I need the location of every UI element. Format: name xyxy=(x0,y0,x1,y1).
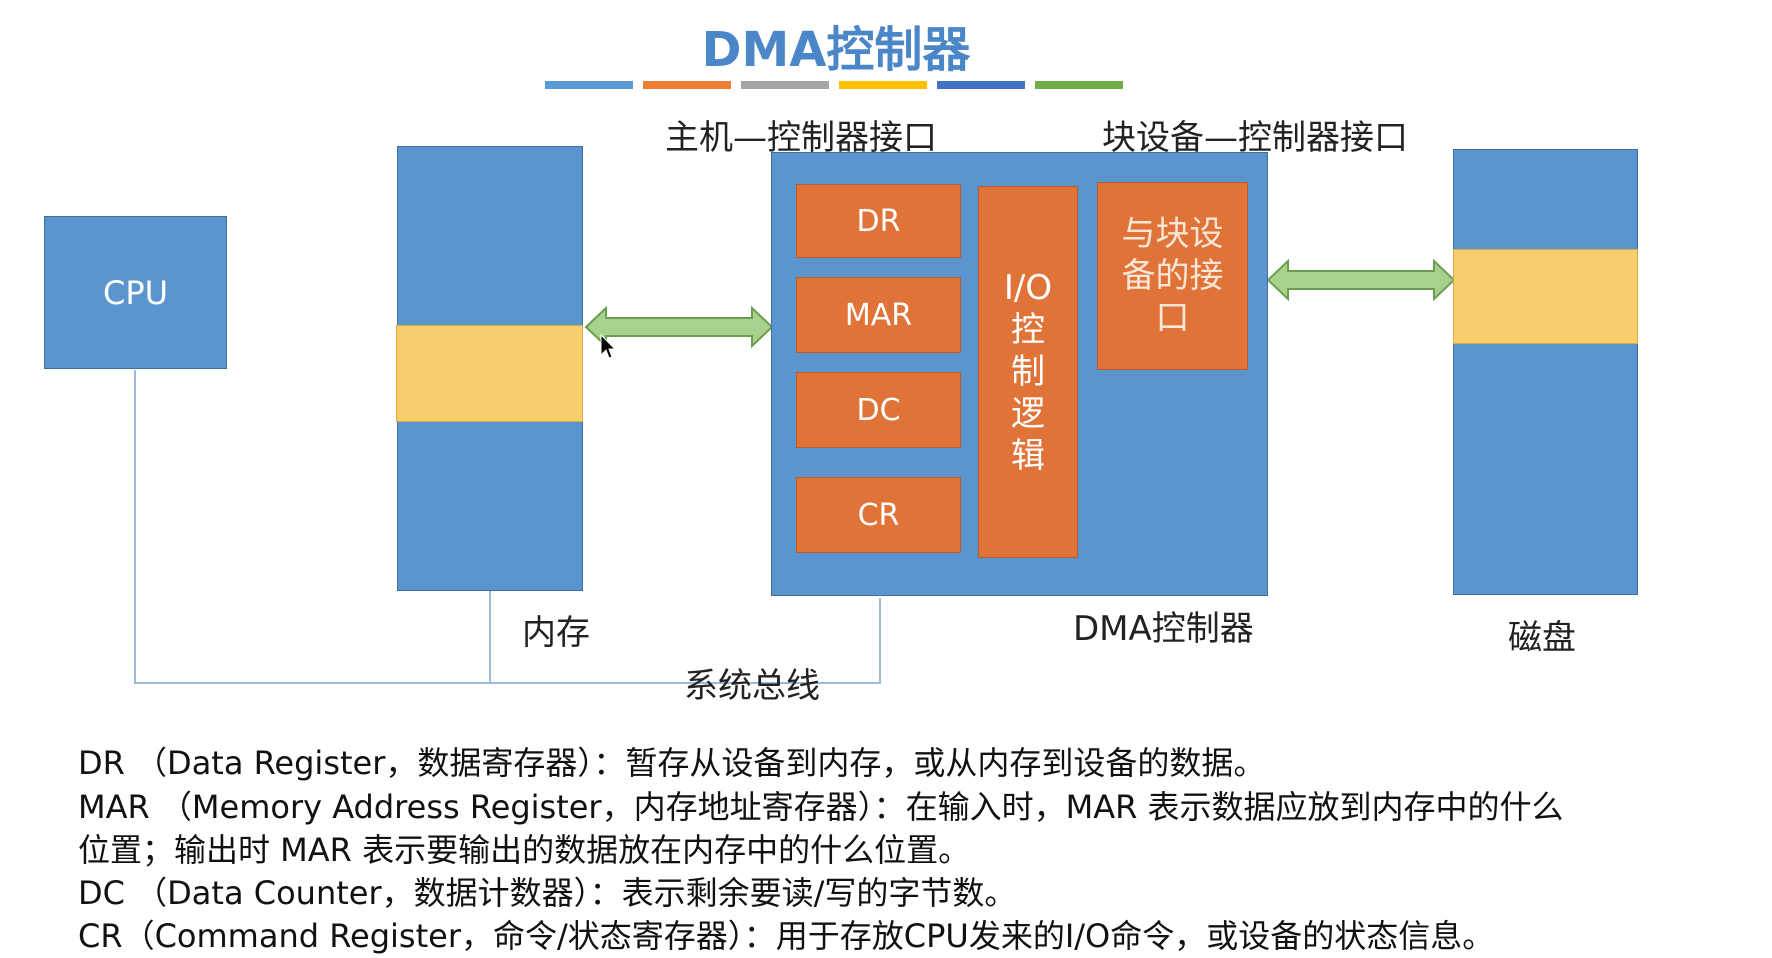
legend-mar: MAR （Memory Address Register，内存地址寄存器）：在输… xyxy=(78,788,1564,826)
register-dc-label: DC xyxy=(856,392,901,428)
dma-disk-arrow xyxy=(1266,259,1456,301)
register-dc: DC xyxy=(796,372,961,448)
memory-label: 内存 xyxy=(522,613,590,653)
title-bar-5 xyxy=(937,81,1025,89)
title-bar-4 xyxy=(839,81,927,89)
legend-mar-continued: 位置；输出时 MAR 表示要输出的数据放在内存中的什么位置。 xyxy=(78,831,971,869)
device-interface-label: 块设备—控制器接口 xyxy=(1102,118,1408,158)
disk-label: 磁盘 xyxy=(1508,618,1576,658)
legend-dc: DC （Data Counter，数据计数器）：表示剩余要读/写的字节数。 xyxy=(78,874,1017,912)
title-bar-3 xyxy=(741,81,829,89)
register-cr-label: CR xyxy=(857,497,900,533)
cpu-label: CPU xyxy=(102,273,169,312)
legend-cr: CR（Command Register，命令/状态寄存器）：用于存放CPU发来的… xyxy=(78,917,1495,955)
title-bar-1 xyxy=(545,81,633,89)
title-bar-6 xyxy=(1035,81,1123,89)
disk-block xyxy=(1453,149,1638,595)
host-interface-label: 主机—控制器接口 xyxy=(665,118,937,158)
device-port-label: 与块设 备的接 口 xyxy=(1121,214,1224,338)
page-title-text: DMA控制器 xyxy=(701,22,971,78)
system-bus-label: 系统总线 xyxy=(684,666,820,706)
register-mar: MAR xyxy=(796,277,961,353)
register-dr-label: DR xyxy=(856,203,901,239)
register-dr: DR xyxy=(796,184,961,258)
register-cr: CR xyxy=(796,477,961,553)
dma-controller-label: DMA控制器 xyxy=(1073,609,1254,649)
legend-dr: DR （Data Register，数据寄存器）：暂存从设备到内存，或从内存到设… xyxy=(78,744,1266,782)
title-color-bars xyxy=(545,81,1123,89)
io-control-logic-label: I/O 控 制 逻 辑 xyxy=(1003,268,1053,476)
io-control-logic: I/O 控 制 逻 辑 xyxy=(978,186,1078,558)
register-mar-label: MAR xyxy=(844,297,913,333)
mouse-cursor-icon xyxy=(600,334,614,359)
title-bar-2 xyxy=(643,81,731,89)
memory-buffer xyxy=(396,325,583,422)
device-port-box: 与块设 备的接 口 xyxy=(1097,182,1248,370)
cpu-box: CPU xyxy=(44,216,227,369)
disk-buffer xyxy=(1453,249,1638,344)
page-title: DMA控制器 xyxy=(0,10,1772,80)
